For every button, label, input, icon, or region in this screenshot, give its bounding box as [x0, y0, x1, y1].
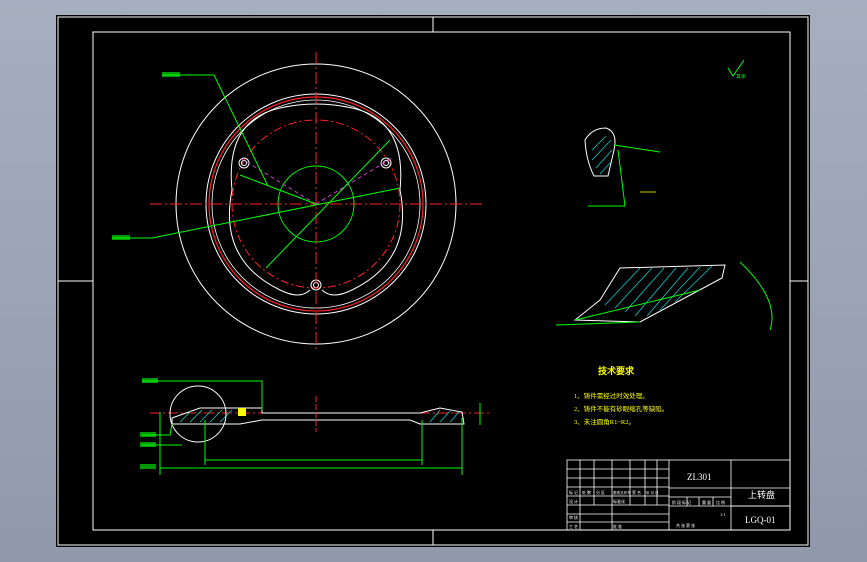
tech-item-2: 2、铸件不能有砂眼缩孔等缺陷。	[574, 404, 668, 413]
detail-2-angle-arc	[739, 261, 773, 331]
svg-text:比 例: 比 例	[716, 499, 725, 505]
plan-view	[112, 52, 482, 350]
svg-text:审 核: 审 核	[569, 514, 578, 520]
leader-tag-2	[112, 235, 130, 240]
section-bolt	[238, 408, 246, 416]
aux-line-1	[239, 157, 317, 205]
svg-text:更改文件号: 更改文件号	[613, 490, 631, 495]
dim-diameter	[265, 139, 391, 269]
svg-text:年 月 日: 年 月 日	[646, 490, 659, 495]
tech-heading: 技术要求	[598, 365, 635, 376]
tech-item-1: 1、铸件需经过时效处理。	[574, 391, 649, 400]
aux-line-2	[315, 157, 393, 205]
svg-text:签 名: 签 名	[632, 489, 641, 495]
section-detail-circle	[169, 385, 227, 443]
svg-text:工 艺: 工 艺	[569, 524, 578, 529]
dim-radius	[239, 174, 317, 205]
pocket-top	[230, 103, 402, 191]
detail-view-1	[584, 127, 661, 207]
leader-tag-1	[162, 72, 180, 77]
detail-1-outline	[584, 127, 616, 177]
svg-text:分 区: 分 区	[596, 489, 605, 495]
scale-value: 1:1	[720, 512, 726, 517]
svg-text:处 数: 处 数	[582, 489, 591, 495]
svg-text:重 量: 重 量	[702, 499, 711, 505]
title-block-text: ZL301 上转盘 LGQ-01 1:1 标 记 处 数 分 区 更改文件号 签…	[569, 472, 776, 529]
pocket-right	[321, 189, 404, 296]
drawing-number: LGQ-01	[745, 515, 776, 525]
detail-1-leader	[613, 144, 661, 153]
hole-2	[380, 157, 392, 169]
title-block	[566, 459, 791, 531]
detail-view-2	[555, 261, 773, 331]
svg-text:标准化: 标准化	[613, 498, 625, 504]
section-view	[140, 378, 490, 475]
svg-text:阶 段 标 记: 阶 段 标 记	[672, 499, 691, 505]
svg-text:设 计: 设 计	[569, 498, 578, 504]
detail-2-outline	[573, 264, 726, 323]
material-label: ZL301	[687, 472, 712, 482]
tech-requirements: 技术要求 1、铸件需经过时效处理。 2、铸件不能有砂眼缩孔等缺陷。 3、未注圆角…	[574, 365, 668, 426]
roughness-symbol: 其余	[727, 59, 746, 80]
roughness-note-text: 其余	[736, 73, 746, 80]
svg-text:标 记: 标 记	[569, 489, 578, 495]
part-name: 上转盘	[748, 489, 775, 500]
svg-text:共 张 第 张: 共 张 第 张	[676, 522, 695, 528]
tech-item-3: 3、未注圆角R1~R2。	[574, 417, 635, 426]
svg-text:批 准: 批 准	[613, 523, 622, 529]
